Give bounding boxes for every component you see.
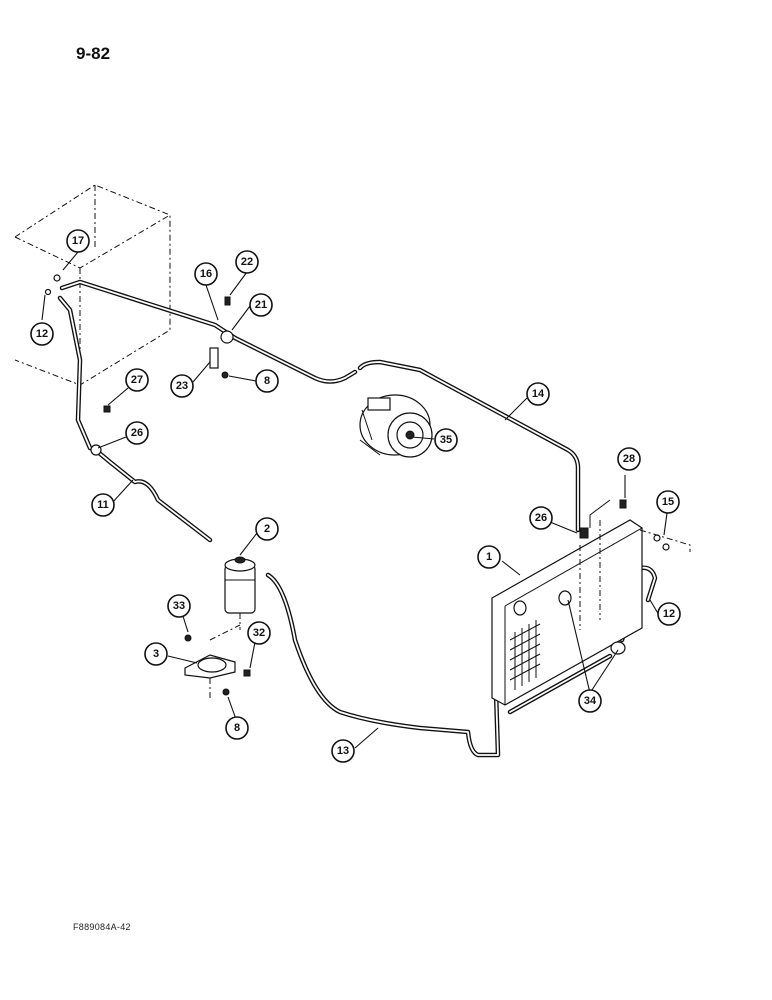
svg-text:17: 17 xyxy=(72,235,84,247)
callout-15: 15 xyxy=(656,490,680,514)
callout-8-lower: 8 xyxy=(225,716,249,740)
svg-text:22: 22 xyxy=(241,256,253,268)
svg-text:13: 13 xyxy=(337,745,349,757)
svg-text:11: 11 xyxy=(97,499,109,511)
drier-bracket xyxy=(184,624,241,700)
hose-16 xyxy=(59,279,358,384)
callout-12-left: 12 xyxy=(30,322,54,346)
svg-text:12: 12 xyxy=(36,328,48,340)
svg-text:21: 21 xyxy=(255,299,267,311)
svg-text:34: 34 xyxy=(584,695,597,707)
callout-22: 22 xyxy=(235,250,259,274)
svg-text:8: 8 xyxy=(234,722,240,734)
callout-33: 33 xyxy=(167,594,191,618)
hose-14 xyxy=(357,359,581,533)
condenser-core-hatch xyxy=(509,620,541,690)
condenser xyxy=(491,519,643,706)
svg-text:3: 3 xyxy=(153,648,159,660)
hose-11 xyxy=(95,449,213,543)
svg-text:12: 12 xyxy=(663,608,675,620)
callout-26-right: 26 xyxy=(529,506,553,530)
svg-text:26: 26 xyxy=(131,427,143,439)
figure-code: F889084A-42 xyxy=(73,922,131,932)
receiver-drier xyxy=(224,556,256,630)
callout-35: 35 xyxy=(434,428,458,452)
callout-28: 28 xyxy=(617,447,641,471)
svg-text:2: 2 xyxy=(264,523,270,535)
callout-14: 14 xyxy=(526,382,550,406)
callout-27: 27 xyxy=(125,368,149,392)
callout-11: 11 xyxy=(91,493,115,517)
svg-text:32: 32 xyxy=(253,627,265,639)
svg-text:8: 8 xyxy=(264,375,270,387)
svg-text:26: 26 xyxy=(535,512,547,524)
callout-34: 34 xyxy=(578,689,602,713)
callout-21: 21 xyxy=(249,293,273,317)
svg-text:16: 16 xyxy=(200,268,212,280)
callout-3: 3 xyxy=(144,642,168,666)
cab-outline xyxy=(14,184,171,386)
svg-text:15: 15 xyxy=(662,496,674,508)
hose-12-left xyxy=(57,295,93,451)
callout-16: 16 xyxy=(194,262,218,286)
svg-text:27: 27 xyxy=(131,374,143,386)
callout-12-right: 12 xyxy=(657,602,681,626)
callout-23: 23 xyxy=(170,374,194,398)
svg-text:28: 28 xyxy=(623,453,635,465)
svg-text:33: 33 xyxy=(173,600,185,612)
hose-13 xyxy=(265,572,518,758)
svg-text:35: 35 xyxy=(440,434,452,446)
callout-32: 32 xyxy=(247,621,271,645)
compressor xyxy=(359,394,433,458)
callout-1: 1 xyxy=(477,545,501,569)
svg-text:14: 14 xyxy=(532,388,545,400)
callout-17: 17 xyxy=(66,229,90,253)
callout-8-upper: 8 xyxy=(255,369,279,393)
callout-26-left: 26 xyxy=(125,421,149,445)
page-number: 9-82 xyxy=(76,44,111,63)
svg-text:1: 1 xyxy=(486,551,492,563)
svg-text:23: 23 xyxy=(176,380,188,392)
leader-lines xyxy=(41,251,668,749)
callout-2: 2 xyxy=(255,517,279,541)
callout-13: 13 xyxy=(331,739,355,763)
